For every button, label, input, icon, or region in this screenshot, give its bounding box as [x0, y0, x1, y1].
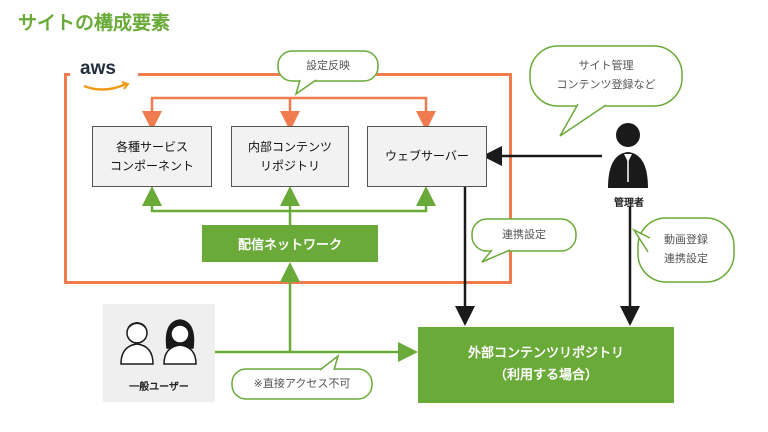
aws-logo-text: aws [80, 58, 116, 79]
bubble-no-direct-access: ※直接アクセス不可 [253, 377, 351, 390]
user-male-icon [120, 322, 154, 365]
component-label-services: 各種サービス コンポーネント [109, 139, 194, 173]
aws-logo [70, 58, 138, 94]
bubble-admin-tasks: サイト管理 コンテンツ登録など [556, 59, 656, 91]
bubble-no-direct-access-shape [231, 353, 373, 400]
bubble-link-settings: 連携設定 [502, 228, 546, 241]
component-box-services: 各種サービス コンポーネント [92, 126, 212, 187]
bubble-settings-reflect: 設定反映 [306, 59, 350, 72]
bubble-video-registration-shape [631, 217, 735, 283]
user-female-icon [163, 319, 197, 365]
external-repo-label: 外部コンテンツリポジトリ （利用する場合） [467, 346, 624, 383]
general-user-label: 一般ユーザー [129, 382, 189, 393]
component-label-internal-repo: 内部コンテンツ リポジトリ [247, 139, 332, 173]
external-repo-box: 外部コンテンツリポジトリ （利用する場合） [418, 327, 674, 403]
admin-label: 管理者 [614, 198, 644, 209]
aws-smile-icon [83, 82, 127, 91]
bubble-video-registration: 動画登録 連携設定 [664, 233, 708, 265]
component-box-internal-repo: 内部コンテンツ リポジトリ [231, 126, 349, 187]
component-box-webserver: ウェブサーバー [367, 126, 487, 187]
bubble-settings-reflect-shape [277, 50, 379, 96]
delivery-network-label: 配信ネットワーク [237, 238, 342, 253]
user-panel-bg [103, 304, 215, 402]
page-title: サイトの構成要素 [18, 12, 171, 34]
bubble-link-settings-shape [471, 218, 577, 263]
bubble-admin-tasks-shape [529, 45, 683, 137]
component-label-webserver: ウェブサーバー [385, 149, 469, 163]
delivery-network-box: 配信ネットワーク [202, 225, 378, 262]
